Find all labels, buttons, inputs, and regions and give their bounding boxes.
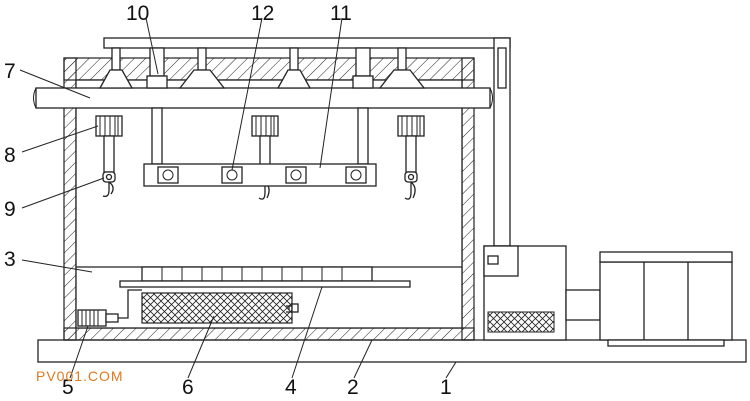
label-10: 10 bbox=[126, 2, 149, 25]
hood bbox=[352, 47, 374, 89]
label-12: 12 bbox=[251, 2, 274, 25]
hood bbox=[276, 47, 312, 89]
hood bbox=[378, 47, 426, 89]
spray-nozzle bbox=[221, 166, 243, 184]
label-5: 5 bbox=[62, 376, 74, 399]
trolley bbox=[397, 115, 425, 200]
label-1: 1 bbox=[440, 376, 452, 399]
spray-beam bbox=[143, 163, 377, 187]
label-3: 3 bbox=[4, 248, 16, 271]
hood bbox=[178, 47, 226, 89]
drain-valve bbox=[286, 305, 292, 313]
chamber-floor bbox=[63, 327, 475, 341]
spray-nozzle bbox=[345, 166, 367, 184]
part-labels: 7 8 9 3 10 12 11 5 6 4 2 1 bbox=[4, 2, 452, 399]
suction-hoods bbox=[98, 47, 426, 89]
horizontal-rail bbox=[33, 87, 493, 109]
label-2: 2 bbox=[347, 376, 359, 399]
grid-divider bbox=[76, 266, 462, 282]
spray-nozzle bbox=[285, 166, 307, 184]
leader-lines bbox=[19, 17, 457, 379]
trolley bbox=[95, 115, 123, 198]
label-7: 7 bbox=[4, 60, 16, 83]
hood bbox=[98, 47, 134, 89]
collector-tray bbox=[119, 280, 411, 288]
watermark: PV001.COM bbox=[36, 368, 124, 384]
blower-unit bbox=[483, 245, 567, 341]
label-8: 8 bbox=[4, 144, 16, 167]
motor-unit bbox=[565, 251, 733, 347]
label-9: 9 bbox=[4, 198, 16, 221]
label-11: 11 bbox=[330, 2, 352, 25]
filter-box bbox=[141, 292, 299, 324]
top-pipe bbox=[103, 37, 511, 247]
label-4: 4 bbox=[285, 376, 297, 399]
label-6: 6 bbox=[182, 376, 194, 399]
pump bbox=[77, 289, 142, 327]
spray-nozzle bbox=[157, 166, 179, 184]
